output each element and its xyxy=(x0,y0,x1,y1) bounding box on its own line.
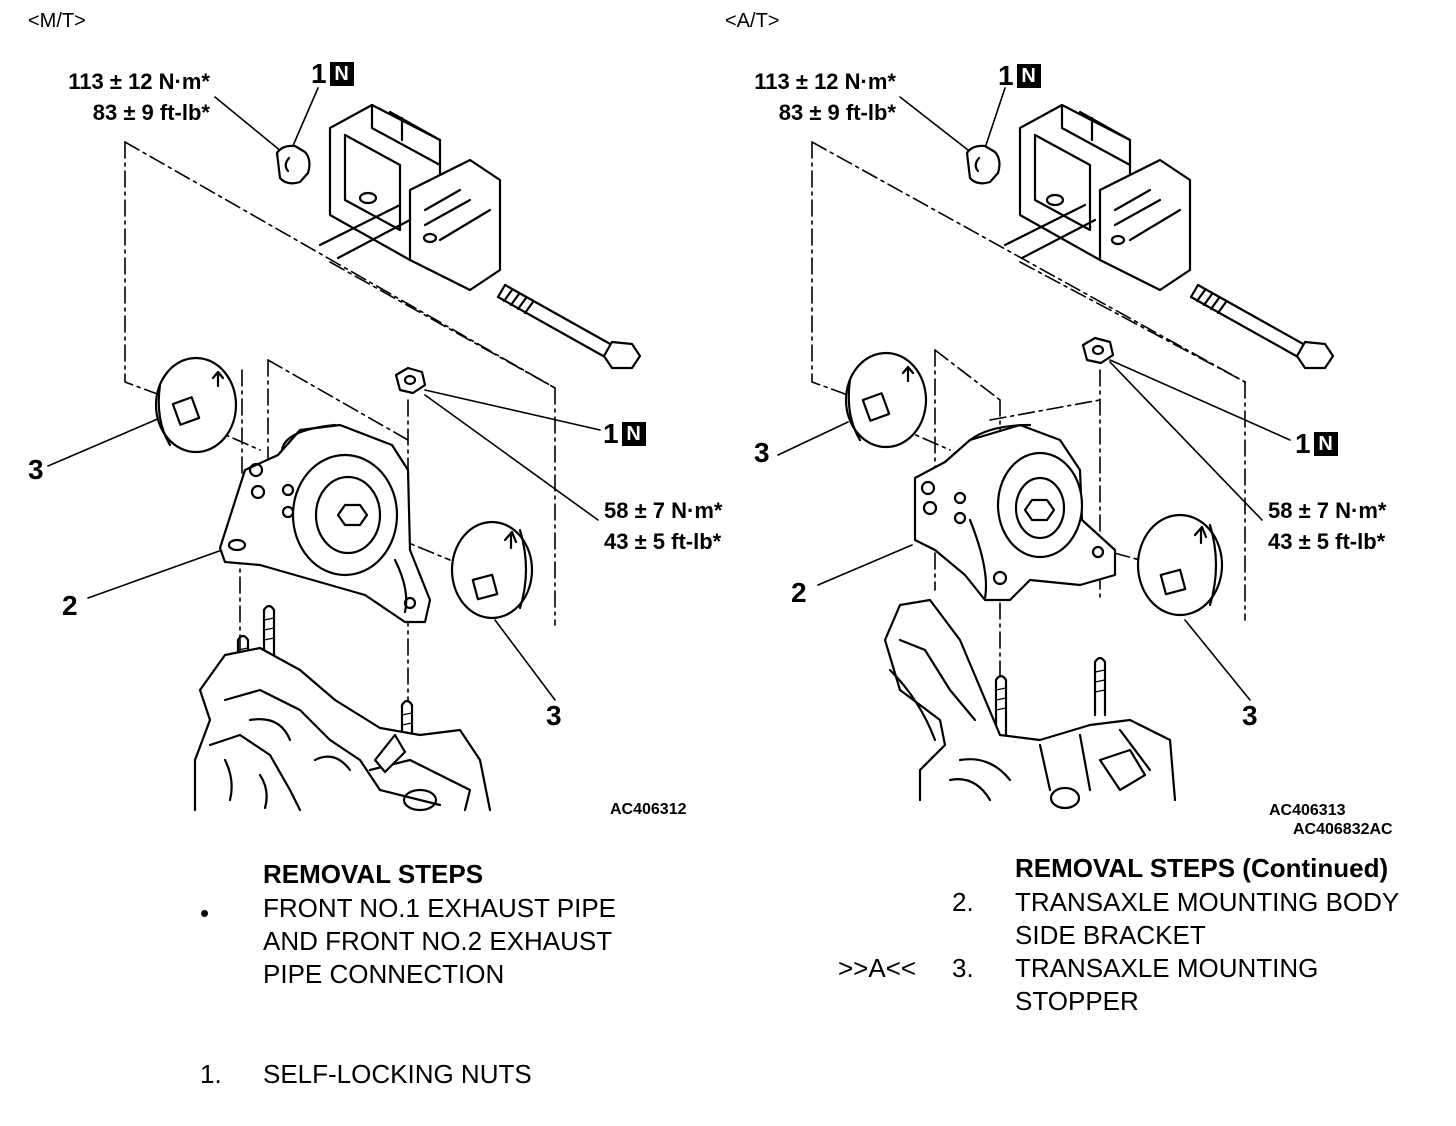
mt-figure-code: AC406312 xyxy=(610,801,687,818)
step-1-number: 1. xyxy=(200,1059,222,1089)
step-1-text: SELF-LOCKING NUTS xyxy=(263,1059,532,1089)
at-torque-top: 113 ± 12 N·m* 83 ± 9 ft-lb* xyxy=(754,66,896,128)
step-2-text: TRANSAXLE MOUNTING BODY SIDE BRACKET xyxy=(1015,886,1399,952)
step-2-number: 2. xyxy=(952,887,974,917)
mt-new-part-mark-mid: N xyxy=(621,422,646,446)
at-label-stopper-right: 3 xyxy=(1242,700,1258,731)
step-exhaust-pipe-line-1: FRONT NO.1 EXHAUST PIPE xyxy=(263,893,617,923)
at-label-bracket: 2 xyxy=(791,577,807,608)
removal-steps-continued-title: REMOVAL STEPS (Continued) xyxy=(1015,853,1389,883)
mt-label-stopper-left: 3 xyxy=(28,454,44,485)
at-label-stopper-left: 3 xyxy=(754,437,770,468)
step-3-text: TRANSAXLE MOUNTING STOPPER xyxy=(1015,952,1318,1018)
step-exhaust-pipe-line-3: PIPE CONNECTION xyxy=(263,959,505,989)
step-bullet: • xyxy=(200,898,210,928)
step-3-line-2: STOPPER xyxy=(1015,986,1139,1016)
step-2-line-1: TRANSAXLE MOUNTING BODY xyxy=(1015,887,1400,917)
mt-torque-mid-metric: 58 ± 7 N·m* xyxy=(604,498,723,523)
mt-torque-mid: 58 ± 7 N·m* 43 ± 5 ft-lb* xyxy=(604,495,722,557)
at-figure-code-2: AC406832AC xyxy=(1293,821,1393,838)
mt-title: <M/T> xyxy=(28,10,86,32)
at-title: <A/T> xyxy=(725,10,780,32)
mt-torque-top: 113 ± 12 N·m* 83 ± 9 ft-lb* xyxy=(68,66,210,128)
step-exhaust-pipe: FRONT NO.1 EXHAUST PIPE AND FRONT NO.2 E… xyxy=(263,892,616,991)
step-3-number: 3. xyxy=(952,953,974,983)
at-torque-top-imperial: 83 ± 9 ft-lb* xyxy=(778,100,896,125)
at-torque-top-metric: 113 ± 12 N·m* xyxy=(754,69,896,94)
at-new-part-mark-mid: N xyxy=(1313,432,1338,456)
at-figure-code-1: AC406313 xyxy=(1269,802,1346,819)
at-torque-mid: 58 ± 7 N·m* 43 ± 5 ft-lb* xyxy=(1268,495,1386,557)
mt-torque-top-imperial: 83 ± 9 ft-lb* xyxy=(92,100,210,125)
at-assembly-drawing xyxy=(777,87,1335,810)
at-new-part-mark-top: N xyxy=(1016,64,1041,88)
mt-label-bracket: 2 xyxy=(62,590,78,621)
step-3-reference: >>A<< xyxy=(838,953,917,983)
removal-steps-title: REMOVAL STEPS xyxy=(263,859,484,889)
at-torque-mid-imperial: 43 ± 5 ft-lb* xyxy=(1268,529,1386,554)
mt-torque-top-metric: 113 ± 12 N·m* xyxy=(68,69,210,94)
step-exhaust-pipe-line-2: AND FRONT NO.2 EXHAUST xyxy=(263,926,613,956)
at-torque-mid-metric: 58 ± 7 N·m* xyxy=(1268,498,1387,523)
step-2-line-2: SIDE BRACKET xyxy=(1015,920,1206,950)
mt-label-stopper-right: 3 xyxy=(546,700,562,731)
mt-torque-mid-imperial: 43 ± 5 ft-lb* xyxy=(604,529,722,554)
step-3-line-1: TRANSAXLE MOUNTING xyxy=(1015,953,1319,983)
mt-new-part-mark-top: N xyxy=(329,62,354,86)
mt-assembly-drawing xyxy=(47,87,642,812)
